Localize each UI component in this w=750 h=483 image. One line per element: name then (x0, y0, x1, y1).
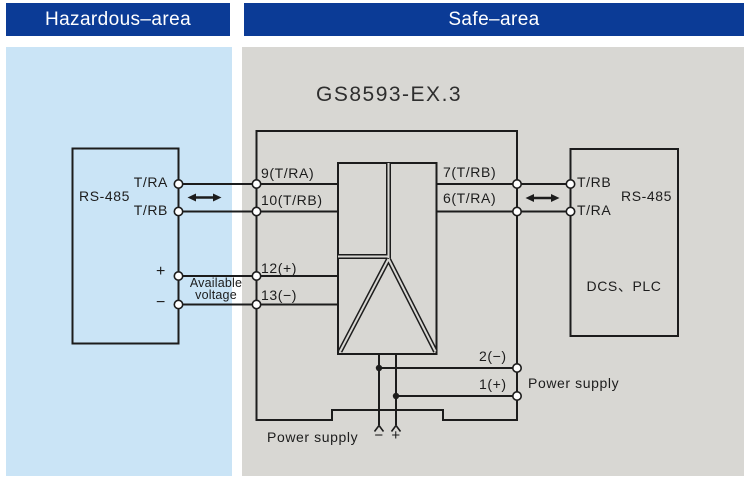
hazardous-device-terminal-trb: T/RB (133, 202, 168, 218)
power-supply-bottom-label: Power supply (267, 429, 359, 445)
terminal-label-1: 1(+) (479, 376, 507, 392)
left-arrowhead-right (213, 193, 222, 202)
terminal-circle-2 (511, 362, 522, 373)
hazardous-device-terminal-tra: T/RA (133, 174, 168, 190)
terminal-label-2: 2(−) (479, 348, 507, 364)
safe-device-terminal-tra: T/RA (577, 202, 612, 218)
right-arrowhead-left (525, 194, 534, 202)
terminal-circle-left-tra (173, 179, 184, 190)
safe-device-system-label: DCS、PLC (586, 278, 662, 294)
isolator-model-title: GS8593-EX.3 (316, 83, 463, 106)
power-line-break-chevron-minus (373, 424, 385, 432)
available-voltage-label: Available voltage (182, 276, 250, 302)
terminal-circle-6 (511, 206, 522, 217)
hazardous-area-header: Hazardous–area (6, 3, 230, 36)
terminal-label-7: 7(T/RB) (443, 164, 497, 180)
hazardous-device-minus-label: − (156, 294, 166, 311)
power-line-break-chevron-plus (390, 424, 402, 432)
isolation-divider-diagonal-left-gap (339, 258, 390, 352)
safe-area-panel (242, 47, 744, 476)
power-supply-minus-sign: − (374, 427, 384, 444)
hazardous-area-panel (6, 47, 232, 476)
hazardous-device-box (71, 147, 180, 345)
terminal-circle-right-trb (565, 179, 576, 190)
power-supply-plus-sign: + (391, 427, 401, 444)
terminal-circle-13 (251, 299, 262, 310)
terminal-circle-left-trb (173, 206, 184, 217)
hazardous-device-name: RS-485 (79, 188, 131, 204)
left-arrowhead-left (187, 193, 196, 202)
power-supply-right-label: Power supply (528, 375, 620, 391)
junction-dot-minus (375, 364, 383, 372)
terminal-circle-1 (511, 390, 522, 401)
isolator-body-outline (255, 130, 518, 421)
terminal-label-10: 10(T/RB) (261, 192, 323, 208)
safe-device-box (569, 148, 679, 337)
hazardous-device-plus-label: + (156, 263, 166, 280)
terminal-circle-10 (251, 206, 262, 217)
hazardous-area-header-label: Hazardous–area (44, 8, 192, 30)
terminal-circle-left-plus (173, 270, 184, 281)
safe-area-header-label: Safe–area (448, 8, 540, 30)
terminal-circle-9 (251, 179, 262, 190)
terminal-label-13: 13(−) (261, 287, 298, 303)
available-voltage-line2: voltage (195, 288, 237, 302)
safe-device-name: RS-485 (621, 188, 673, 204)
junction-dot-plus (392, 392, 400, 400)
isolation-divider-diagonal-right-gap (387, 258, 437, 352)
safe-device-terminal-trb: T/RB (577, 174, 612, 190)
right-arrowhead-right (551, 194, 560, 202)
terminal-circle-left-minus (173, 299, 184, 310)
terminal-label-6: 6(T/RA) (443, 190, 497, 206)
terminal-circle-7 (511, 179, 522, 190)
terminal-circle-12 (251, 270, 262, 281)
terminal-label-12: 12(+) (261, 260, 298, 276)
terminal-label-9: 9(T/RA) (261, 165, 315, 181)
safe-area-header: Safe–area (244, 3, 744, 36)
available-voltage-line1: Available (189, 276, 243, 290)
terminal-circle-right-tra (565, 206, 576, 217)
